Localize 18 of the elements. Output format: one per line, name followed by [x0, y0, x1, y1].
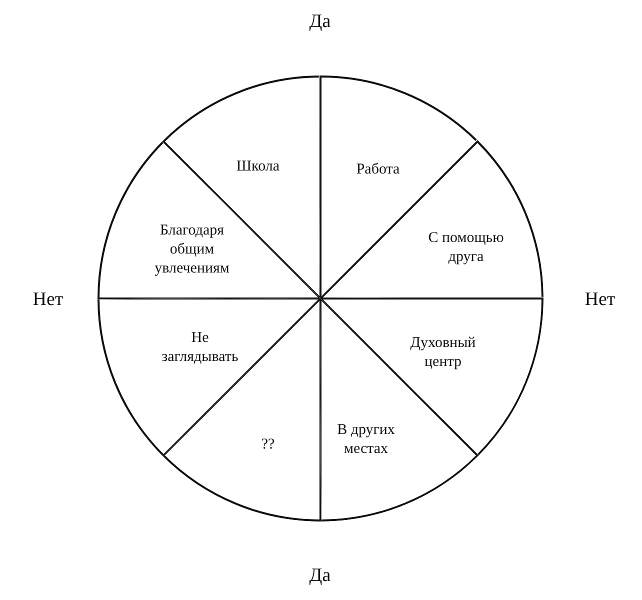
- axis-label: Нет: [32, 289, 64, 311]
- sector-label: С помощью друга: [427, 228, 505, 267]
- sector-label: Не заглядывать: [161, 329, 239, 367]
- pie-sector: [162, 296, 322, 522]
- axis-label: Нет: [584, 289, 616, 311]
- sector-label: Благодаря общим увлечениям: [154, 221, 230, 278]
- sector-label: Духовный центр: [409, 334, 477, 372]
- sector-label: В других местах: [336, 421, 396, 459]
- sector-label: ??: [260, 436, 276, 454]
- pie-sector: [318, 296, 544, 456]
- axis-label: Да: [309, 11, 331, 33]
- sector-label: Работа: [355, 160, 401, 180]
- pie-sector: [318, 296, 478, 522]
- pie-sector: [96, 296, 322, 456]
- sector-label: Школа: [235, 158, 281, 176]
- pie-sector: [96, 140, 322, 300]
- axis-label: Да: [309, 565, 331, 587]
- pie-sector: [318, 140, 544, 300]
